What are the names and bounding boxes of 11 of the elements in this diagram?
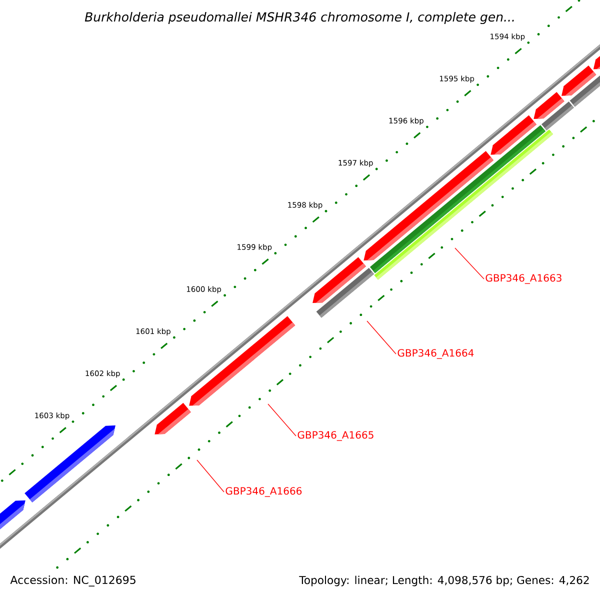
leader-line [366,320,396,354]
leader-line [196,460,224,492]
accession-label: Accession: NC_012695 [10,576,136,586]
leader-line [268,404,296,436]
gene-label: GBP346_A1663 [486,274,562,284]
title: Burkholderia pseudomallei MSHR346 chromosome I, complete gen... [84,12,514,24]
gene-label: GBP346_A1666 [226,487,302,497]
leader-line [454,248,484,280]
gene-label: GBP346_A1664 [398,349,474,359]
genome-info-label: Topology: linear; Length: 4,098,576 bp; Genes: 4,262 [299,576,589,586]
gene-label: GBP346_A1665 [298,431,374,441]
